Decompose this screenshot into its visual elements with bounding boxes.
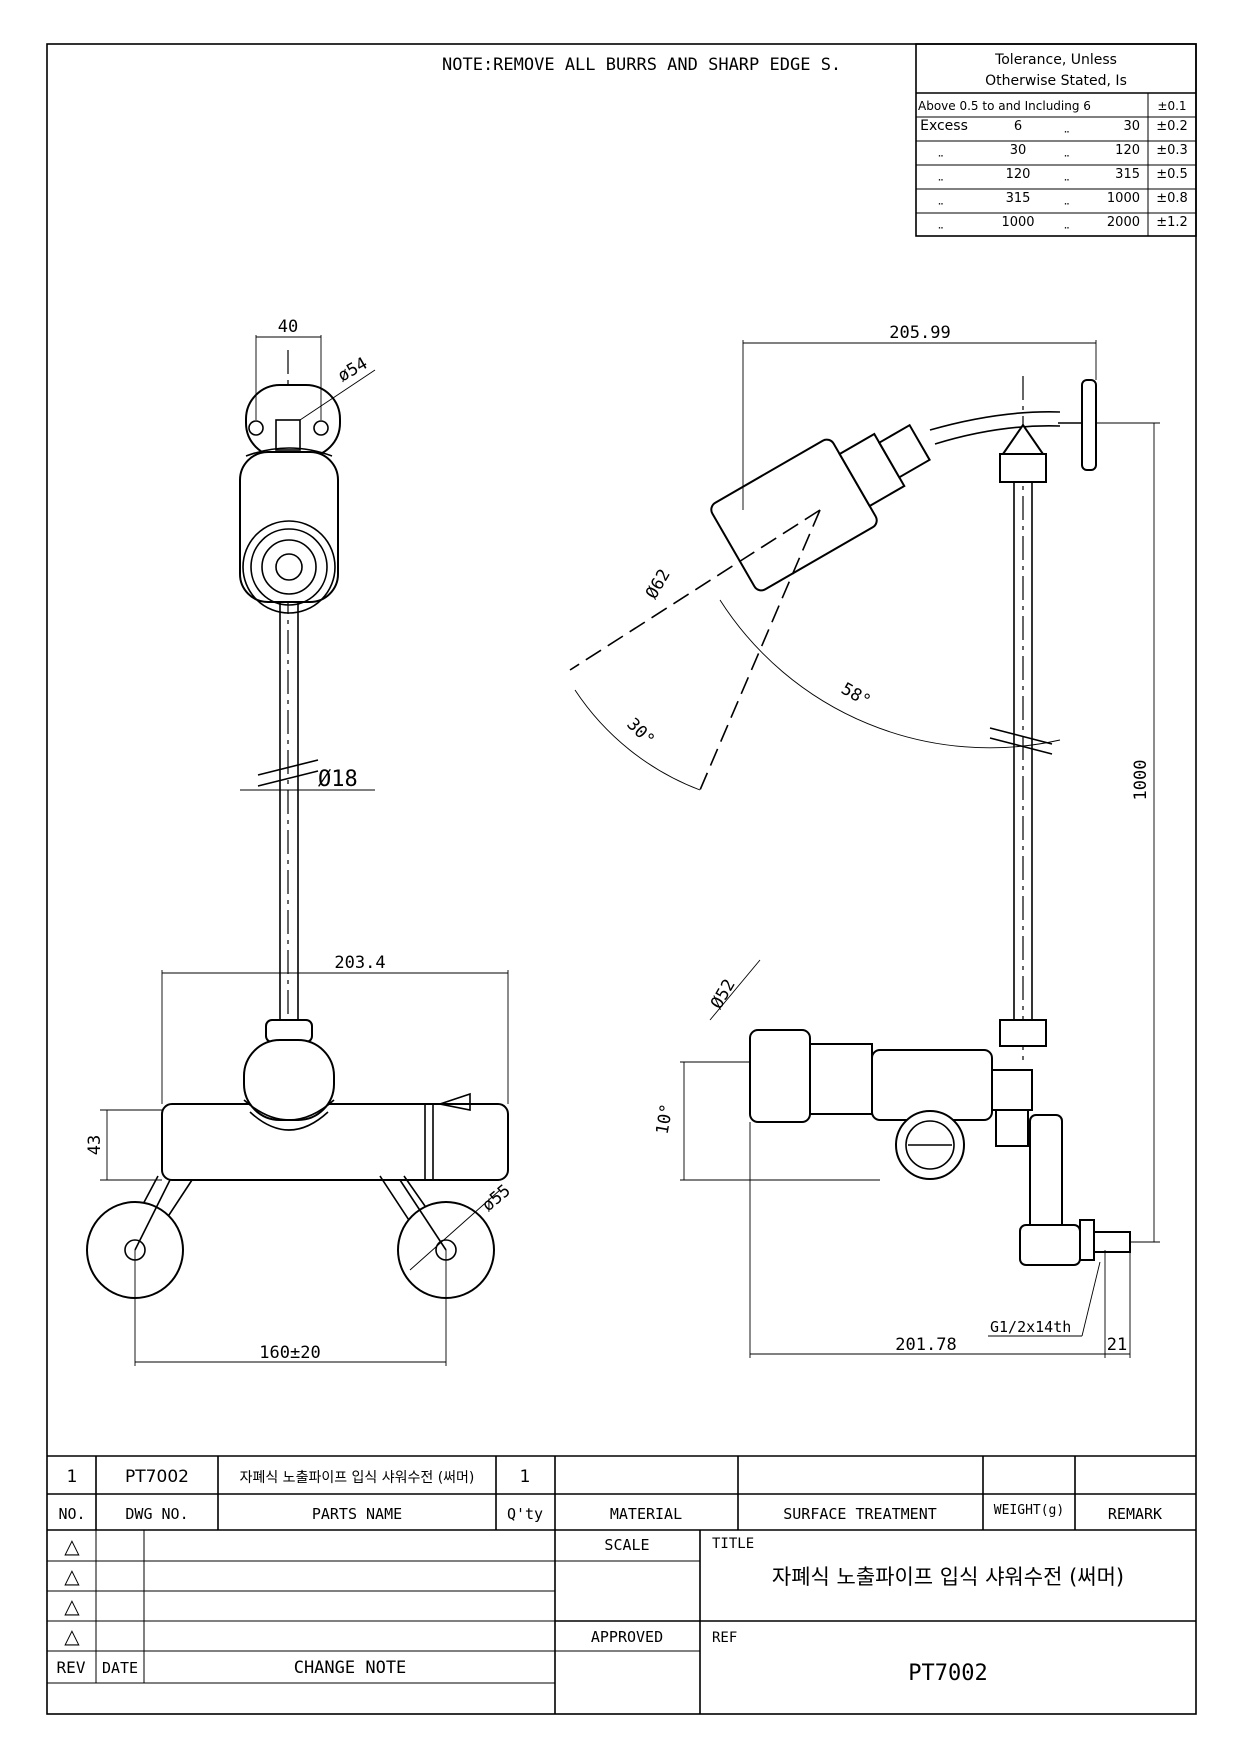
note-text: NOTE:REMOVE ALL BURRS AND SHARP EDGE S.: [442, 55, 841, 75]
dim-55: ø55: [478, 1181, 514, 1216]
tolerance-cell-to: 315: [1115, 167, 1140, 182]
dim-54: ø54: [335, 354, 372, 387]
upper-union-nut: [999, 453, 1047, 483]
tolerance-cell-sep: ̤: [1064, 202, 1069, 205]
dim-thread: G1/2x14th: [990, 1318, 1071, 1336]
header-weight: WEIGHT(g): [994, 1503, 1064, 1518]
tolerance-cell-to: 30: [1123, 119, 1140, 134]
tolerance-cell-sep: ̤: [1064, 154, 1069, 157]
parts-list: 1 PT7002 자폐식 노출파이프 입식 샤워수전 (써머) 1 NO. DW…: [47, 1455, 1196, 1531]
tolerance-cell-tol: ±0.3: [1156, 143, 1188, 158]
dim-201: 201.78: [895, 1335, 956, 1355]
top-flange-side: [1081, 379, 1097, 471]
change-note-label: CHANGE NOTE: [294, 1658, 407, 1678]
dim-205: 205.99: [889, 323, 950, 343]
front-view: [86, 350, 509, 1299]
dim-30: 30°: [622, 714, 658, 750]
part-name: 자폐식 노출파이프 입식 샤워수전 (써머): [240, 1470, 475, 1486]
tolerance-first-label: Above 0.5 to and Including 6: [918, 99, 1091, 113]
tolerance-cell-a: ̤: [938, 226, 943, 229]
rev-symbol-2: △: [64, 1564, 80, 1588]
scale-label: SCALE: [604, 1536, 649, 1554]
tolerance-table: Tolerance, Unless Otherwise Stated, Is A…: [915, 43, 1197, 237]
rev-symbol-3: △: [64, 1594, 80, 1618]
shower-head-front: [239, 451, 339, 603]
rev-symbol-1: △: [64, 1534, 80, 1558]
shower-head-side: [710, 423, 931, 592]
dim-18: Ø18: [318, 767, 358, 792]
date-label: DATE: [102, 1659, 138, 1677]
ref-label: REF: [712, 1630, 737, 1646]
tolerance-cell-a: Excess: [920, 118, 968, 134]
title-label: TITLE: [712, 1536, 754, 1552]
dim-62: Ø62: [642, 566, 675, 603]
dim-1000: 1000: [1131, 760, 1151, 801]
tolerance-cell-from: 30: [1010, 143, 1027, 158]
tolerance-cell-a: ̤: [938, 178, 943, 181]
part-qty: 1: [520, 1467, 531, 1487]
tolerance-cell-to: 1000: [1107, 191, 1140, 206]
mixer-body: [161, 1103, 509, 1181]
part-dwg: PT7002: [125, 1467, 189, 1487]
tolerance-cell-tol: ±1.2: [1156, 215, 1188, 230]
control-knob-side: [749, 1029, 811, 1123]
tolerance-header-1: Tolerance, Unless: [994, 52, 1117, 68]
tolerance-cell-tol: ±0.5: [1156, 167, 1188, 182]
header-material: MATERIAL: [610, 1505, 682, 1523]
dim-52: Ø52: [707, 976, 740, 1013]
tolerance-header-2: Otherwise Stated, Is: [985, 73, 1127, 89]
dim-21: 21: [1107, 1335, 1127, 1355]
title-block: △ △ △ △ REV DATE CHANGE NOTE SCALE TITLE…: [47, 1530, 1196, 1714]
rev-symbol-4: △: [64, 1624, 80, 1648]
tolerance-cell-to: 120: [1115, 143, 1140, 158]
tolerance-cell-sep: ̤: [1064, 178, 1069, 181]
header-no: NO.: [58, 1505, 85, 1523]
ref-value: PT7002: [908, 1661, 987, 1686]
header-name: PARTS NAME: [312, 1505, 402, 1523]
tolerance-cell-sep: ̤: [1064, 226, 1069, 229]
drawing-title: 자폐식 노출파이프 입식 샤워수전 (써머): [772, 1565, 1124, 1589]
tolerance-cell-a: ̤: [938, 154, 943, 157]
dim-40: 40: [278, 317, 298, 337]
part-no: 1: [67, 1467, 78, 1487]
dim-43: 43: [85, 1135, 105, 1155]
dim-10: 10°: [653, 1102, 678, 1136]
header-remark: REMARK: [1108, 1505, 1162, 1523]
tolerance-cell-tol: ±0.2: [1156, 119, 1188, 134]
tolerance-cell-a: ̤: [938, 202, 943, 205]
drawing-frame: [46, 43, 1197, 1715]
rev-label: REV: [57, 1658, 86, 1677]
tolerance-cell-from: 120: [1006, 167, 1031, 182]
valve-body-side: [871, 1049, 993, 1121]
tolerance-cell-sep: ̤: [1064, 130, 1069, 133]
tolerance-cell-from: 6: [1014, 119, 1022, 134]
header-qty: Q'ty: [507, 1505, 543, 1523]
tolerance-cell-to: 2000: [1107, 215, 1140, 230]
dim-58: 58°: [838, 679, 875, 712]
lower-union-nut: [999, 1019, 1047, 1047]
side-view: [569, 376, 1131, 1266]
approved-label: APPROVED: [591, 1628, 663, 1646]
tolerance-cell-tol: ±0.8: [1156, 191, 1188, 206]
header-surface: SURFACE TREATMENT: [783, 1505, 937, 1523]
header-dwg: DWG NO.: [125, 1505, 188, 1523]
tolerance-first-tol: ±0.1: [1157, 99, 1186, 113]
control-dial: [243, 1039, 335, 1121]
tolerance-cell-from: 315: [1006, 191, 1031, 206]
dim-203: 203.4: [334, 953, 385, 973]
tolerance-cell-from: 1000: [1001, 215, 1034, 230]
top-wall-flange: [245, 384, 341, 458]
dim-160: 160±20: [259, 1343, 320, 1363]
